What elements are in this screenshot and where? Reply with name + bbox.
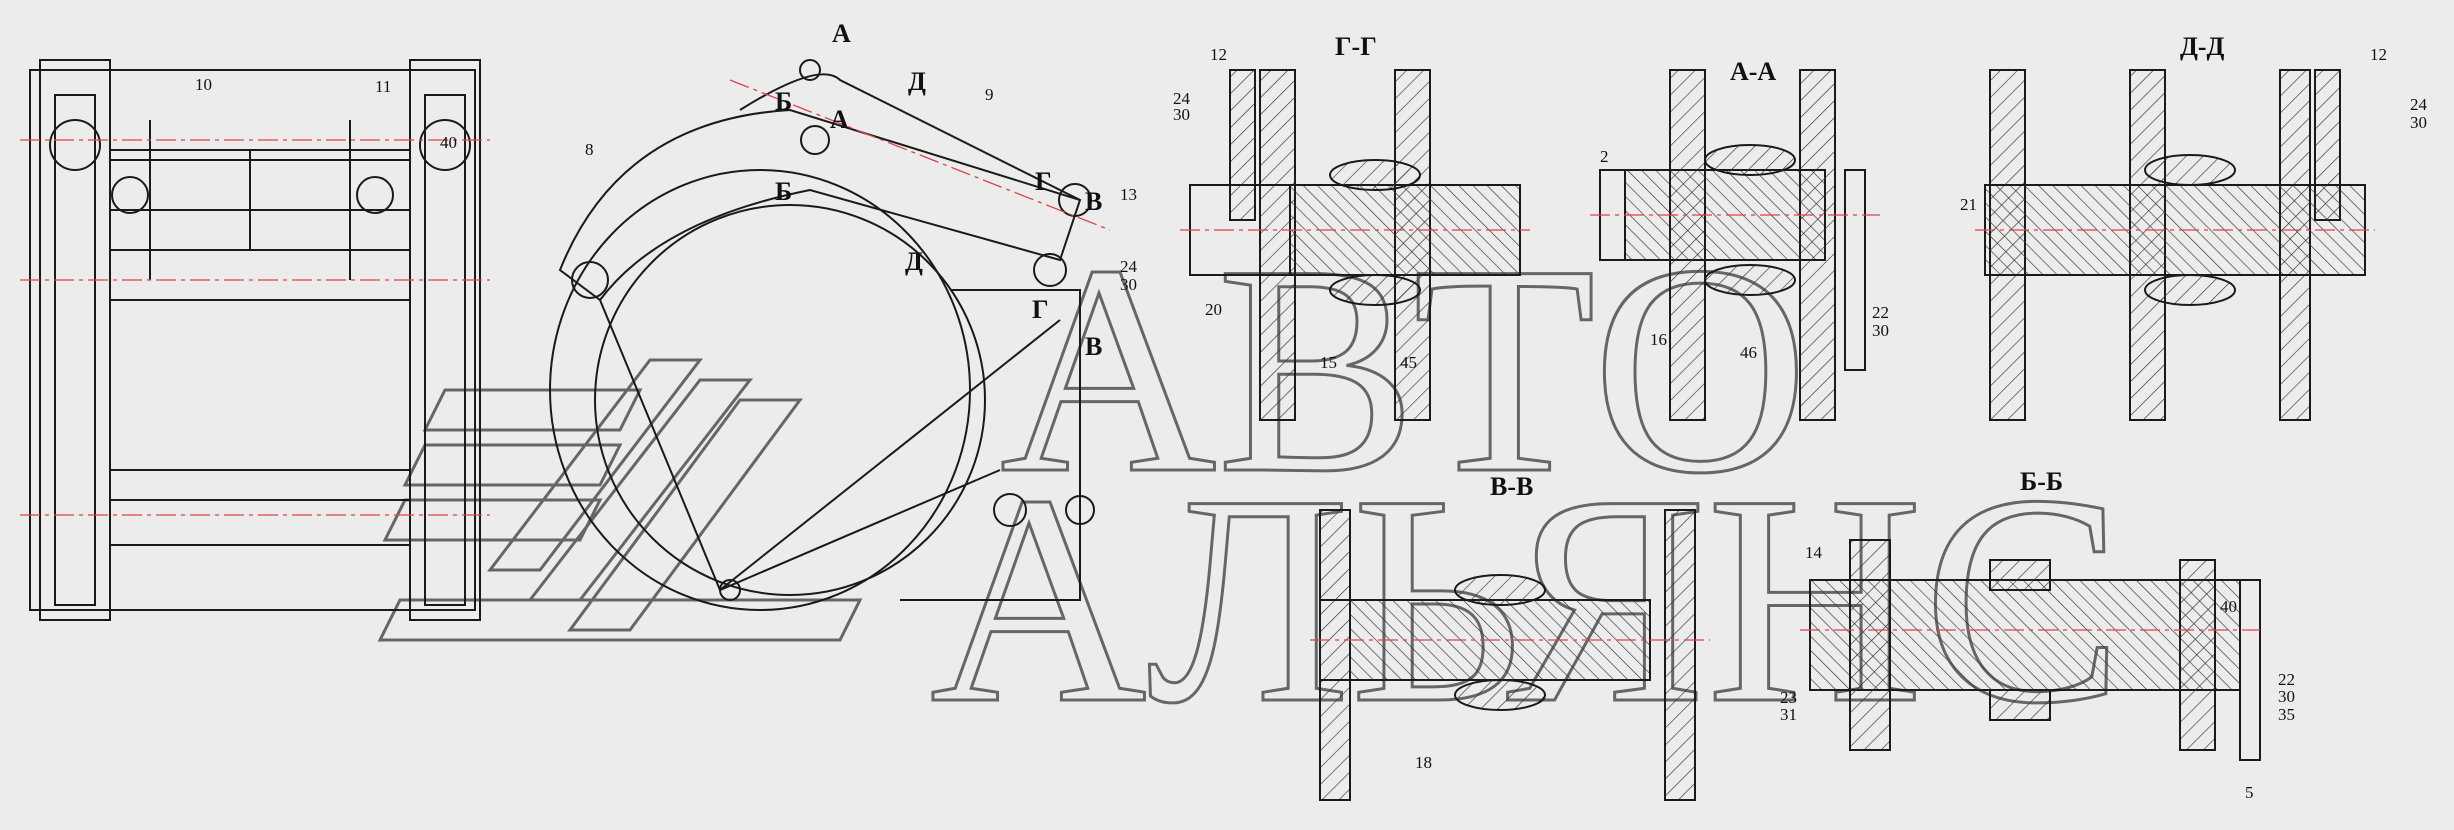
part-40-bb: 40 [2220, 597, 2237, 616]
cut-marker-g-bot: Г [1032, 295, 1049, 324]
part-15: 15 [1320, 353, 1337, 372]
section-d-d [1975, 69, 2375, 421]
part-8: 8 [585, 140, 594, 159]
section-title-g-g: Г-Г [1335, 32, 1377, 61]
part-45: 45 [1400, 353, 1417, 372]
part-24-dd: 24 [2410, 95, 2428, 114]
section-title-v-v: В-В [1490, 472, 1533, 501]
cut-marker-a-mid: А [830, 105, 849, 134]
part-13: 13 [1120, 185, 1137, 204]
part-35: 35 [2278, 705, 2295, 724]
section-b-b [1800, 539, 2261, 761]
part-24-side: 24 [1120, 257, 1138, 276]
cut-marker-d-top: Д [908, 67, 926, 96]
part-23: 23 [1780, 688, 1797, 707]
part-30-bb: 30 [2278, 687, 2295, 706]
part-30-aa: 30 [1872, 321, 1889, 340]
part-30-side: 30 [1120, 275, 1137, 294]
part-31: 31 [1780, 705, 1797, 724]
section-title-d-d: Д-Д [2180, 32, 2225, 61]
part-5: 5 [2245, 783, 2254, 802]
part-12-dd: 12 [2370, 45, 2387, 64]
cut-marker-a-top: А [832, 19, 851, 48]
part-30-dd: 30 [2410, 113, 2427, 132]
cut-marker-v-bot: В [1085, 332, 1102, 361]
cut-marker-b-top: Б [775, 87, 792, 116]
part-11: 11 [375, 77, 391, 96]
section-title-b-b: Б-Б [2020, 467, 2063, 496]
part-24-gg: 24 [1173, 89, 1191, 108]
part-16: 16 [1650, 330, 1667, 349]
part-9: 9 [985, 85, 994, 104]
section-a-a [1590, 69, 1880, 421]
section-v-v [1310, 509, 1710, 801]
part-40-front: 40 [440, 133, 457, 152]
front-view [20, 59, 490, 621]
watermark-logo-icon [377, 358, 863, 642]
part-14: 14 [1805, 543, 1823, 562]
cut-marker-d-bot: Д [905, 247, 923, 276]
section-g-g [1180, 69, 1530, 421]
part-30-gg: 30 [1173, 105, 1190, 124]
cut-marker-v-top: В [1085, 187, 1102, 216]
part-22-aa: 22 [1872, 303, 1889, 322]
cut-marker-g-top: Г [1035, 167, 1052, 196]
cut-marker-b-bot: Б [775, 177, 792, 206]
part-12-gg: 12 [1210, 45, 1227, 64]
section-title-a-a: А-А [1730, 57, 1776, 86]
part-22-bb: 22 [2278, 670, 2295, 689]
part-10: 10 [195, 75, 212, 94]
part-18: 18 [1415, 753, 1432, 772]
part-2: 2 [1600, 147, 1609, 166]
part-46: 46 [1740, 343, 1757, 362]
part-20: 20 [1205, 300, 1222, 319]
part-21: 21 [1960, 195, 1977, 214]
side-view [549, 59, 1111, 611]
